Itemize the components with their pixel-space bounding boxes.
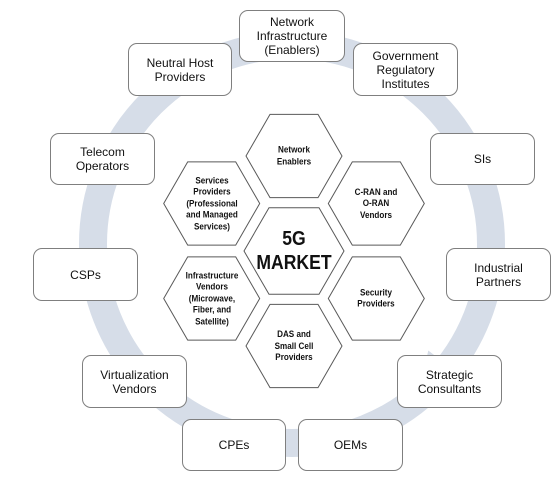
box-telecom-operators: Telecom Operators: [50, 133, 155, 185]
hexagon-services-providers: [163, 161, 261, 246]
hexagon-cran-oran-vendors: [327, 161, 425, 246]
hex-label-security-providers: Security Providers: [357, 287, 395, 309]
box-virtualization-vendors: Virtualization Vendors: [82, 355, 187, 408]
hexagon-das-small-cell-providers: [245, 303, 343, 389]
box-cpes: CPEs: [182, 419, 286, 471]
box-sis: SIs: [430, 133, 535, 185]
box-neutral-host-providers: Neutral Host Providers: [128, 43, 232, 96]
box-strategic-consultants: Strategic Consultants: [397, 355, 502, 408]
hexagon-network-enablers: [245, 113, 343, 199]
hexagon-security-providers: [327, 256, 425, 341]
hex-label-network-enablers: Network Enablers: [276, 144, 312, 167]
hex-label-services-providers: Services Providers (Professional and Man…: [185, 174, 238, 231]
hex-label-das-small-cell-providers: DAS and Small Cell Providers: [274, 328, 314, 362]
center-title-5g-market: 5G MARKET: [256, 228, 332, 274]
hexagon-cluster: [163, 113, 425, 389]
box-oems: OEMs: [298, 419, 403, 471]
box-network-infrastructure: Network Infrastructure (Enablers): [239, 10, 345, 62]
hex-label-cran-oran-vendors: C-RAN and O-RAN Vendors: [354, 186, 398, 220]
hexagon-center-5g-market: [243, 207, 345, 295]
box-industrial-partners: Industrial Partners: [446, 248, 551, 301]
box-government-regulatory-institutes: Government Regulatory Institutes: [353, 43, 458, 96]
hex-label-infrastructure-vendors: Infrastructure Vendors (Microwave, Fiber…: [185, 269, 239, 326]
box-csps: CSPs: [33, 248, 138, 301]
hexagon-infrastructure-vendors: [163, 256, 261, 341]
